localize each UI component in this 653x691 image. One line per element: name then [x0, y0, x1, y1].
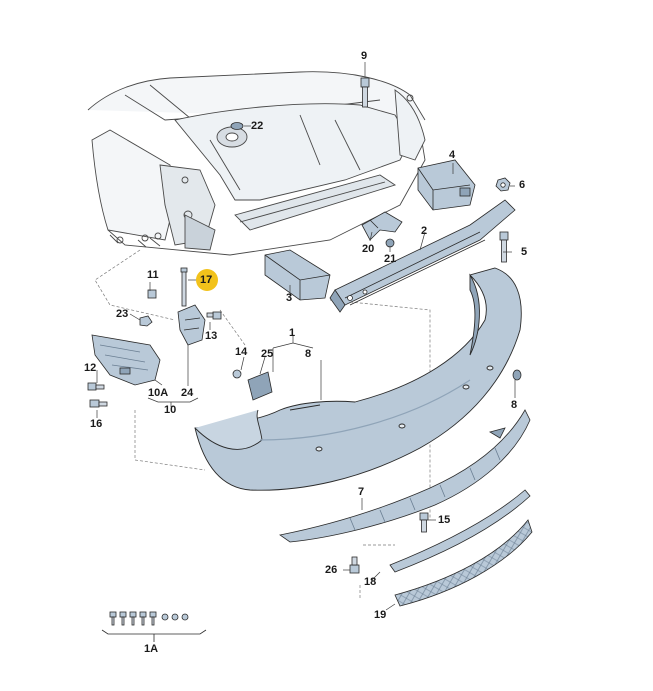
part-24-guide: [177, 304, 206, 346]
part-10-bracket: [91, 334, 161, 386]
part-4-bracket: [417, 159, 476, 211]
label-7: 7: [358, 486, 365, 498]
label-10: 10: [164, 404, 177, 416]
part-6-nut: [495, 177, 511, 192]
part-17-pin: [180, 267, 188, 307]
label-19: 19: [374, 609, 387, 621]
part-5-bolt: [499, 231, 509, 263]
label-9: 9: [361, 50, 368, 62]
highlight-marker-17: [196, 269, 218, 291]
part-3-bracket: [264, 249, 331, 301]
part-7-diffuser: [279, 409, 531, 543]
part-26-screw: [349, 556, 360, 574]
label-5: 5: [521, 246, 528, 258]
part-18-trim-strip: [389, 489, 531, 573]
label-25: 25: [261, 348, 274, 360]
label-12: 12: [84, 362, 97, 374]
part-19-grille: [394, 519, 533, 607]
label-20: 20: [362, 243, 375, 255]
label-14: 14: [235, 346, 248, 358]
label-24: 24: [181, 387, 194, 399]
label-8-right: 8: [511, 399, 518, 411]
label-13: 13: [205, 330, 218, 342]
label-16: 16: [90, 418, 103, 430]
label-15: 15: [438, 514, 451, 526]
part-9-bolt: [360, 62, 370, 108]
part-8-cap: [512, 369, 522, 381]
part-20-clip: [361, 211, 403, 241]
label-1a: 1A: [144, 643, 159, 655]
label-10a: 10A: [148, 387, 169, 399]
label-11: 11: [147, 269, 159, 281]
label-2: 2: [421, 225, 428, 237]
label-1: 1: [289, 327, 296, 339]
label-3: 3: [286, 292, 293, 304]
label-21: 21: [384, 253, 397, 265]
label-17: 17: [200, 274, 213, 286]
part-1-bumper-cover: [194, 267, 522, 491]
label-18: 18: [364, 576, 377, 588]
label-6: 6: [519, 179, 526, 191]
part-22-plug: [230, 122, 244, 130]
label-26: 26: [325, 564, 338, 576]
label-leaders: [96, 125, 516, 611]
part-21-nut: [385, 238, 395, 248]
label-23: 23: [116, 308, 129, 320]
label-4: 4: [449, 149, 456, 161]
part-1a-fastener-kit: [101, 611, 207, 642]
label-8-top: 8: [305, 348, 312, 360]
part-2-impact-bar: [329, 199, 516, 313]
small-fasteners: [87, 289, 273, 408]
reference-lines: [94, 249, 431, 600]
part-15-bolt: [419, 512, 429, 533]
label-22: 22: [251, 120, 264, 132]
